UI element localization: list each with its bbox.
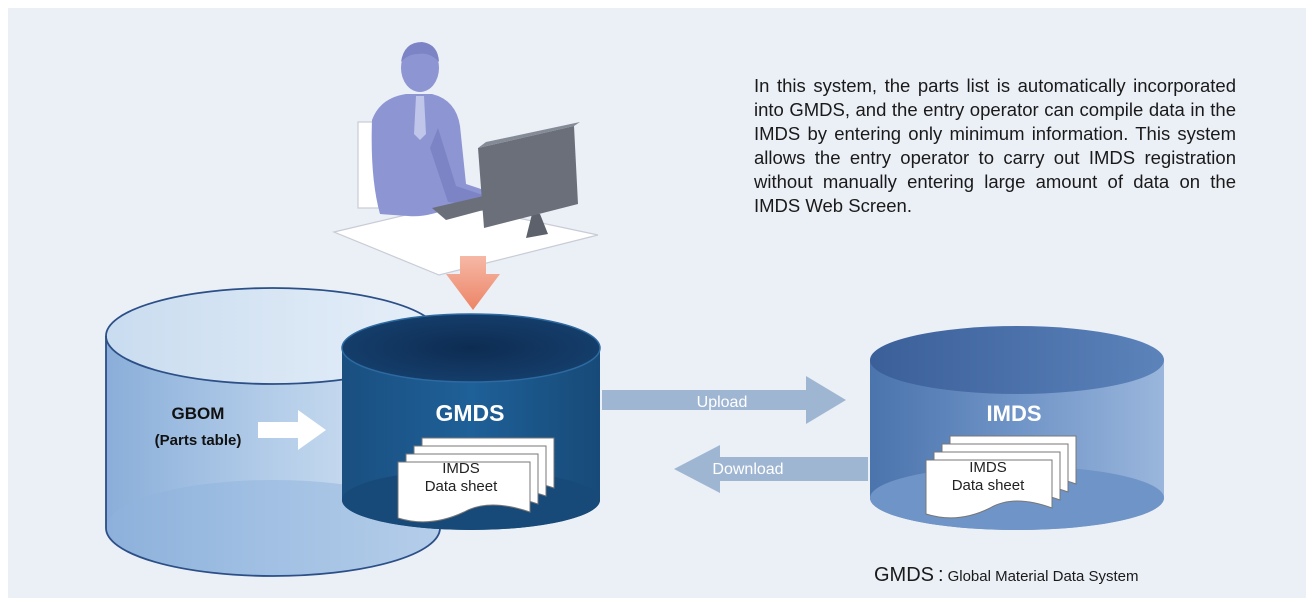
down-arrow-icon — [446, 256, 500, 310]
upload-arrow — [602, 376, 846, 424]
imds-sheet-line2: Data sheet — [952, 477, 1025, 494]
upload-label: Upload — [697, 394, 748, 411]
system-diagram: GMDS IMDS Data sheet GBOM (Parts table) … — [105, 42, 1164, 577]
monitor — [478, 126, 578, 228]
person-head — [401, 44, 439, 92]
person-arm — [430, 128, 486, 206]
diagram-canvas: GMDS IMDS Data sheet GBOM (Parts table) … — [8, 8, 1306, 598]
download-label: Download — [712, 461, 783, 478]
right-arrow-icon — [258, 410, 326, 450]
gbom-subtitle: (Parts table) — [155, 432, 242, 449]
monitor-back — [478, 122, 580, 148]
imds-title: IMDS — [987, 401, 1042, 426]
imds-sheet-line1: IMDS — [969, 459, 1007, 476]
footnote-abbr: GMDS — [874, 564, 934, 586]
person-body — [371, 94, 484, 217]
person-hair — [401, 42, 439, 62]
gmds-title: GMDS — [436, 400, 505, 426]
footnote-full-name: Global Material Data System — [947, 568, 1139, 585]
gbom-title: GBOM — [172, 404, 225, 423]
document-stack-icon — [397, 437, 555, 523]
footnote: GMDS:Global Material Data System — [874, 564, 1138, 587]
download-arrow — [674, 445, 868, 493]
document-stack-icon — [925, 435, 1077, 519]
gmds-sheet-line2: Data sheet — [425, 478, 498, 495]
gmds-sheet-line1: IMDS — [442, 460, 480, 477]
person-tie — [414, 96, 426, 140]
monitor-stand — [526, 214, 548, 238]
system-description: In this system, the parts list is automa… — [754, 75, 1236, 217]
operator-at-computer-icon — [332, 42, 599, 276]
footnote-separator: : — [938, 564, 944, 586]
